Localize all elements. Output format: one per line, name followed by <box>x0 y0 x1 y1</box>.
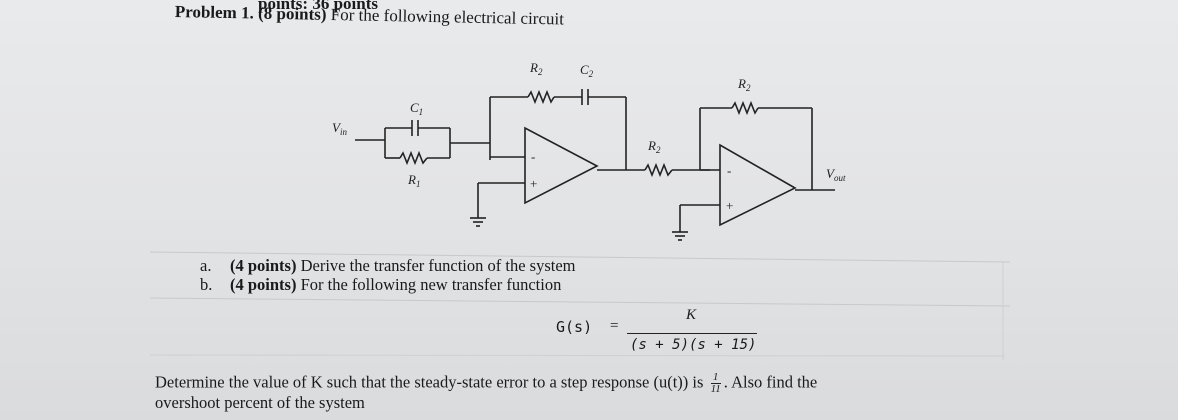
opamp1-minus-sign: - <box>531 149 535 164</box>
inline-fraction: 1 11 <box>710 372 721 395</box>
determine-text: Determine the value of K such that the s… <box>155 372 704 392</box>
c1-label: C1 <box>410 100 423 117</box>
opamp1-triangle <box>524 126 599 205</box>
question-determine: Determine the value of K such that the s… <box>155 372 817 395</box>
part-b: b. (4 points) For the following new trans… <box>200 275 561 295</box>
opamp2-minus-sign: - <box>727 163 731 178</box>
part-b-points: (4 points) <box>230 275 297 294</box>
r1-label: R1 <box>407 172 420 189</box>
c2-label: C2 <box>580 62 594 79</box>
part-a: a. (4 points) Derive the transfer functio… <box>200 256 576 276</box>
r2-top-label: R2 <box>529 60 543 77</box>
opamp1-plus-sign: + <box>530 176 537 191</box>
r2-top-resistor <box>527 89 555 105</box>
inline-fraction-numerator: 1 <box>710 372 721 384</box>
equation-lhs: G(s) <box>556 318 593 336</box>
r2-mid-resistor <box>644 162 673 178</box>
r1-resistor <box>399 150 428 166</box>
r2-right-label: R2 <box>737 76 751 93</box>
equation-numerator: K <box>686 307 697 323</box>
part-a-points: (4 points) <box>230 256 297 275</box>
equation-fraction-bar <box>627 333 757 334</box>
equation-denominator: (s + 5)(s + 15) <box>630 337 757 353</box>
opamp2-plus-sign: + <box>726 198 733 213</box>
equation-equals: = <box>610 318 619 334</box>
total-points: points: 36 points <box>258 0 378 13</box>
r2-right-resistor <box>731 100 759 116</box>
inline-fraction-denominator: 11 <box>710 383 721 395</box>
opamp2-triangle <box>719 143 797 227</box>
part-b-label: b. <box>200 275 213 294</box>
question-overshoot: overshoot percent of the system <box>155 393 365 412</box>
determine-after-text: . Also find the <box>723 372 818 392</box>
vout-label: Vout <box>826 166 846 183</box>
part-a-text: Derive the transfer function of the syst… <box>300 256 576 275</box>
part-a-label: a. <box>200 256 212 275</box>
vin-label: Vin <box>332 120 347 137</box>
part-b-text: For the following new transfer function <box>300 275 562 294</box>
r2-mid-label: R2 <box>647 138 661 155</box>
